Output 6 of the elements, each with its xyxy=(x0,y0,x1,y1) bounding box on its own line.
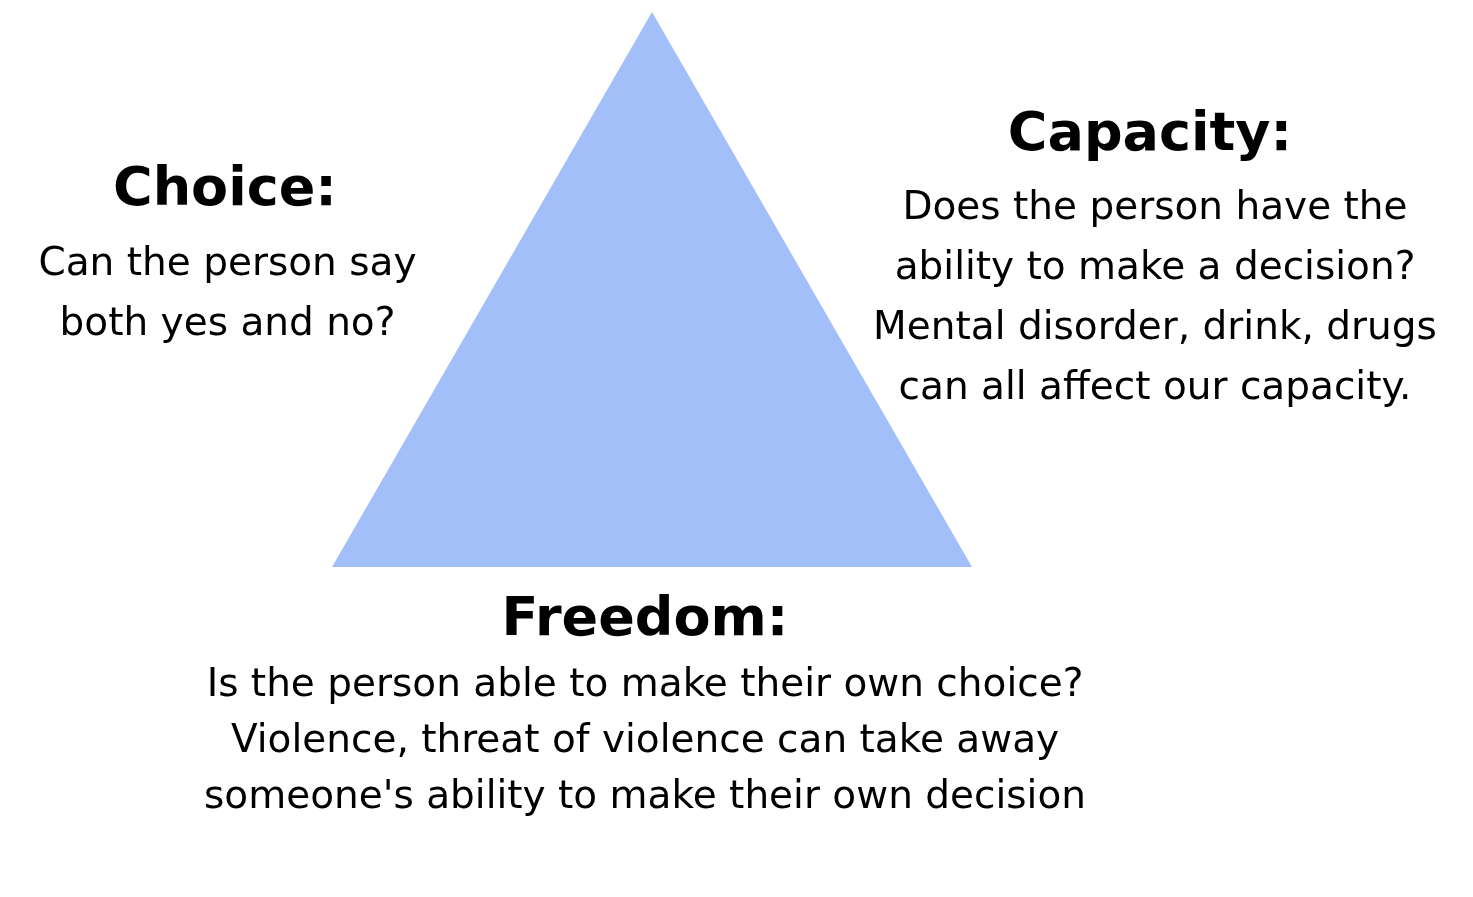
section-heading: Capacity: xyxy=(1006,100,1294,164)
section-heading: Choice: xyxy=(112,155,338,219)
section-heading: Freedom: xyxy=(500,585,790,649)
description-text: Can the person say both yes and no? xyxy=(37,238,418,346)
description-text: Is the person able to make their own choice? Violence, threat of violence can take away someone's ability to make their own decision xyxy=(202,659,1087,819)
description-text: Does the person have the ability to make a decision? Mental disorder, drink, drugs can all affect our capacity. xyxy=(872,182,1438,410)
